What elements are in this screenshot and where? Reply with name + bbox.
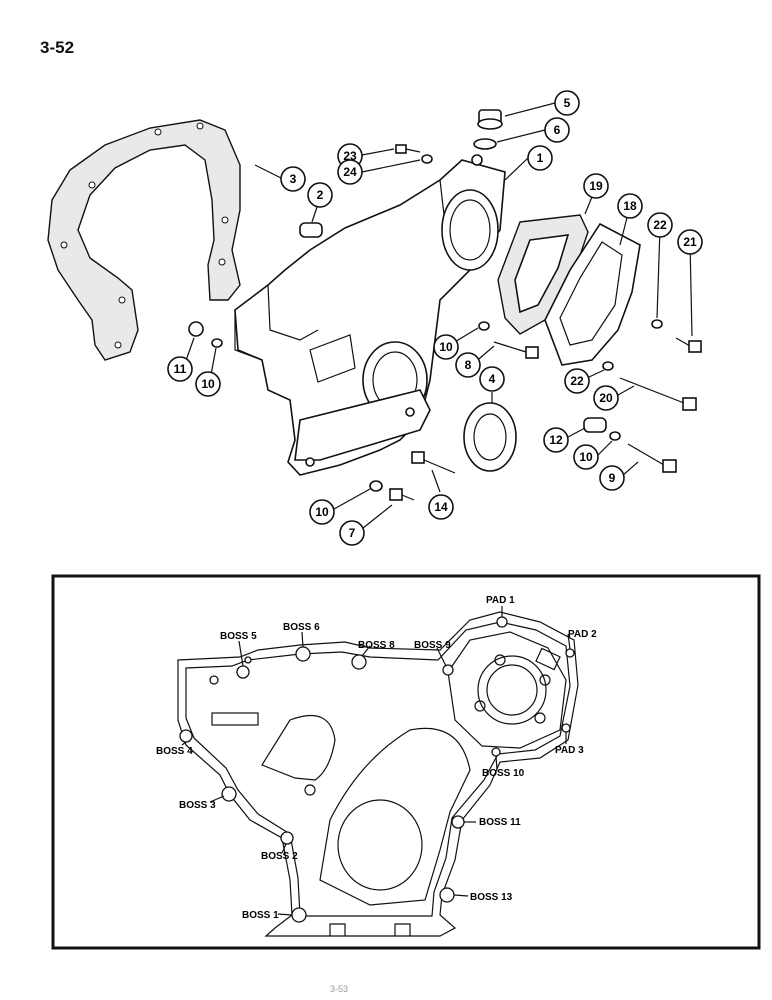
- label-boss-2: BOSS 2: [261, 851, 298, 862]
- dowel-12-part: [583, 417, 607, 433]
- svg-text:9: 9: [609, 471, 616, 485]
- svg-text:8: 8: [465, 358, 472, 372]
- bolt-20-part: [619, 377, 697, 411]
- bolt-21-part: [675, 337, 702, 353]
- label-boss-9: BOSS 9: [414, 640, 451, 651]
- label-boss-1: BOSS 1: [242, 910, 279, 921]
- washer-10-mid-part: [478, 321, 490, 331]
- callout-22-top: 22: [647, 212, 673, 238]
- callout-24: 24: [337, 159, 363, 185]
- callout-4: 4: [479, 366, 505, 392]
- bolt-8-part: [493, 341, 539, 359]
- callout-14: 14: [428, 494, 454, 520]
- callout-2: 2: [307, 182, 333, 208]
- svg-text:22: 22: [570, 374, 584, 388]
- label-pad-1: PAD 1: [486, 595, 515, 606]
- callout-1: 1: [527, 145, 553, 171]
- svg-text:10: 10: [579, 450, 593, 464]
- callout-6: 6: [544, 117, 570, 143]
- svg-text:24: 24: [343, 165, 357, 179]
- inset-cover-outline: [177, 611, 579, 937]
- callout-20: 20: [593, 385, 619, 411]
- callout-10-left: 10: [195, 371, 221, 397]
- svg-text:1: 1: [537, 151, 544, 165]
- front-cover-gasket: [47, 119, 241, 361]
- callout-12: 12: [543, 427, 569, 453]
- callout-21: 21: [677, 229, 703, 255]
- bolt-14-part: [411, 451, 456, 474]
- footer-mark: 3-53: [330, 984, 349, 994]
- svg-text:3: 3: [290, 172, 297, 186]
- svg-text:2: 2: [317, 188, 324, 202]
- gasket-holes: [60, 122, 229, 349]
- plug-part: [477, 109, 503, 130]
- callout-3: 3: [280, 166, 306, 192]
- svg-text:18: 18: [623, 199, 637, 213]
- bolt-7-part: [389, 488, 415, 501]
- svg-text:10: 10: [201, 377, 215, 391]
- callout-11: 11: [167, 356, 193, 382]
- washer-22-low-part: [602, 361, 614, 371]
- svg-text:20: 20: [599, 391, 613, 405]
- svg-text:5: 5: [564, 96, 571, 110]
- svg-text:10: 10: [315, 505, 329, 519]
- inset-labels: PAD 1 PAD 2 PAD 3 BOSS 5 BOSS 6 BOSS 8 B…: [156, 595, 597, 921]
- callout-8: 8: [455, 352, 481, 378]
- label-boss-4: BOSS 4: [156, 746, 193, 757]
- label-pad-2: PAD 2: [568, 629, 597, 640]
- bolt-9-part: [627, 443, 677, 473]
- callout-10-low: 10: [309, 499, 335, 525]
- washer-10-right-part: [609, 431, 621, 441]
- oil-seal-4: [463, 402, 517, 472]
- callout-10-mid: 10: [433, 334, 459, 360]
- callout-10-right: 10: [573, 444, 599, 470]
- dowel-2-part: [299, 222, 323, 238]
- page-number: 3-52: [40, 38, 75, 57]
- inset-frame: [51, 574, 761, 950]
- label-pad-3: PAD 3: [555, 745, 584, 756]
- label-boss-10: BOSS 10: [482, 768, 525, 779]
- svg-text:19: 19: [589, 179, 603, 193]
- washer-part: [473, 138, 497, 150]
- svg-text:10: 10: [439, 340, 453, 354]
- inset-leader-lines: [181, 606, 571, 916]
- label-boss-6: BOSS 6: [283, 622, 320, 633]
- svg-text:14: 14: [434, 500, 448, 514]
- bolt-23-part: [395, 144, 421, 154]
- callout-18: 18: [617, 193, 643, 219]
- label-boss-5: BOSS 5: [220, 631, 257, 642]
- label-boss-11: BOSS 11: [479, 817, 521, 828]
- callout-9: 9: [599, 465, 625, 491]
- svg-text:12: 12: [549, 433, 563, 447]
- front-cover-housing: [234, 154, 506, 476]
- svg-text:11: 11: [174, 362, 187, 376]
- callout-5: 5: [554, 90, 580, 116]
- cover-plate-18: [544, 222, 641, 366]
- svg-text:7: 7: [349, 526, 356, 540]
- nut-11-part: [188, 321, 204, 337]
- label-boss-13: BOSS 13: [470, 892, 513, 903]
- svg-text:21: 21: [683, 235, 697, 249]
- callout-19: 19: [583, 173, 609, 199]
- washer-22-top-part: [651, 319, 663, 329]
- label-boss-3: BOSS 3: [179, 800, 216, 811]
- svg-text:23: 23: [343, 149, 357, 163]
- svg-text:22: 22: [653, 218, 667, 232]
- washer-10-left-part: [211, 338, 223, 348]
- callout-22-low: 22: [564, 368, 590, 394]
- label-boss-8: BOSS 8: [358, 640, 395, 651]
- callout-7: 7: [339, 520, 365, 546]
- svg-text:4: 4: [489, 372, 496, 386]
- washer-24-part: [421, 154, 433, 164]
- svg-text:6: 6: [554, 123, 561, 137]
- washer-10-low-part: [369, 480, 383, 492]
